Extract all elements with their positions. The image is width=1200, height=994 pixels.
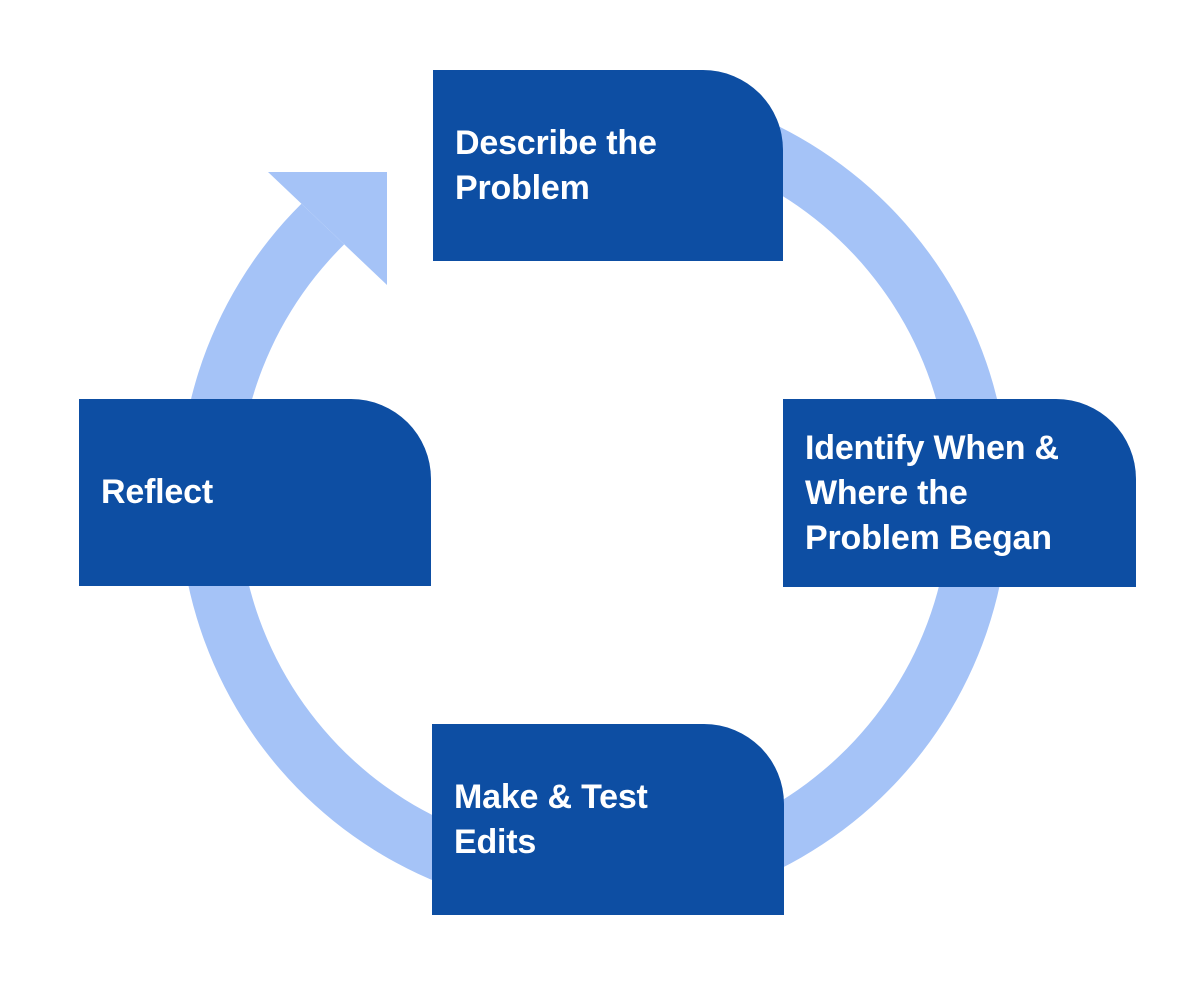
step-box-identify-when-where: Identify When & Where the Problem Began <box>783 399 1136 587</box>
step-label-describe: Describe the Problem <box>455 123 657 207</box>
step-label-identify: Identify When & Where the Problem Began <box>805 428 1059 557</box>
step-box-make-test-edits: Make & Test Edits <box>432 724 784 915</box>
step-label-make-test: Make & Test Edits <box>454 777 648 861</box>
arrowhead-icon <box>268 172 387 285</box>
step-box-reflect: Reflect <box>79 399 431 586</box>
step-label-reflect: Reflect <box>101 473 213 511</box>
step-box-describe-the-problem: Describe the Problem <box>433 70 783 261</box>
